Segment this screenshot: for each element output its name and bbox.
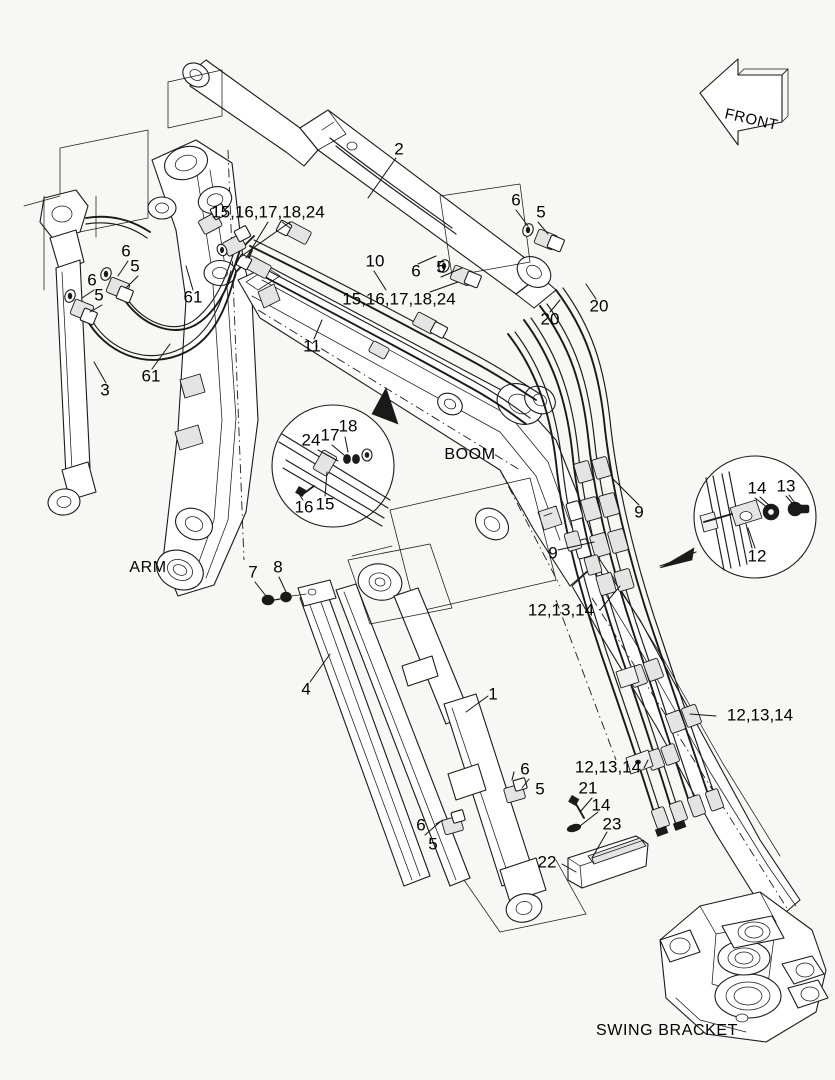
callout-13r: 13 [777,476,796,495]
callout-1213b: 12,13,14 [727,705,793,724]
callout-5c: 5 [94,285,103,304]
fitting-group-mid-b [198,203,228,235]
hose-61-lower [85,271,237,361]
callout-6f: 6 [416,815,425,834]
callout-5f: 5 [428,834,437,853]
detail-pointer-left [371,387,399,425]
callout-6b: 6 [121,241,130,260]
fitting-cylinder-1-upper [503,771,528,804]
callout-1: 1 [488,684,497,703]
hose-clamp-3 [595,568,635,596]
hose-clamp-6 [625,743,680,775]
fitting-cylinder-1-lower [435,809,466,836]
callout-15a: 15,16,17,18,24 [211,202,324,221]
hose-coupling-mid [412,311,449,339]
boom-mid-fittings [563,456,612,576]
boom-mount-block [257,283,281,309]
callout-6d: 6 [411,261,420,280]
callout-8: 8 [273,557,282,576]
callout-14b: 14 [592,795,611,814]
hardware-7-8 [261,591,307,606]
callout-5d: 5 [436,257,445,276]
callout-21: 21 [579,778,598,797]
centerline-boom [499,469,561,587]
lower-bracket-group [566,794,649,889]
callout-10: 10 [366,251,385,270]
bolt-21 [568,794,585,819]
callout-9a: 9 [634,502,643,521]
fitting-group-left-upper [100,267,134,304]
callout-20b: 20 [541,309,560,328]
washer-14 [566,823,582,833]
callout-17d: 17 [321,425,340,444]
label-swing-bracket: SWING BRACKET [596,1022,738,1039]
callout-6a: 6 [511,190,520,209]
callout-4: 4 [301,679,310,698]
callout-5b: 5 [130,256,139,275]
hose-11 [243,265,527,425]
bucket-cylinder-assembly [261,543,587,933]
arm-left-hose-group [23,189,255,516]
callout-11: 11 [303,336,321,355]
callout-6e: 6 [520,759,529,778]
hose-61-upper [121,249,241,331]
callout-15d: 15 [316,494,335,513]
hose-coupling-mid-2 [368,340,390,360]
hose-clamp-assemblies [565,492,724,837]
callout-7: 7 [248,562,257,581]
hose-clamp-4 [615,657,664,689]
callout-16d: 16 [295,497,314,516]
hose-clamp-5 [665,703,702,734]
callout-22: 22 [538,852,557,871]
detail-view-right [659,455,817,579]
arm-cylinder-part-2 [167,59,557,309]
callout-12r: 12 [748,546,767,565]
hose-clamp-1 [565,492,620,522]
callout-1213c: 12,13,14 [575,757,641,776]
callout-9b: 9 [548,543,557,562]
hose-to-cylinder-3 [85,215,151,233]
swing-bracket-assembly [659,891,829,1043]
fitting-group-left-lower [64,289,98,326]
callout-1213a: 12,13,14 [528,600,594,619]
callout-18d: 18 [339,416,358,435]
label-boom: BOOM [444,446,495,463]
callout-61b: 61 [142,366,161,385]
callout-20a: 20 [590,296,609,315]
boom-top-hose-runs [235,219,565,425]
label-arm: ARM [129,559,166,576]
callout-15b: 15,16,17,18,24 [342,289,455,308]
callout-5a: 5 [536,202,545,221]
callout-14r: 14 [748,478,767,497]
callout-23: 23 [603,814,622,833]
callout-3: 3 [100,380,109,399]
coupling-15-group-a [275,219,312,245]
boom-assembly [237,265,801,925]
detail-view-left [271,387,399,528]
callout-24d: 24 [302,430,321,449]
callout-labels: 2 15,16,17,18,24 6 5 6 5 6 5 10 6 5 15,1… [87,139,795,1039]
callout-2: 2 [394,139,403,158]
callout-6c: 6 [87,270,96,289]
hose-10 [249,245,537,401]
fitting-group-mid-a [216,225,252,257]
detail-bolt-13 [787,501,810,517]
callout-61a: 61 [184,287,203,306]
callout-leader-lines [81,157,794,873]
callout-5e: 5 [535,779,544,798]
hose-end-fittings [651,788,724,837]
fitting-group-right-top [522,223,565,253]
